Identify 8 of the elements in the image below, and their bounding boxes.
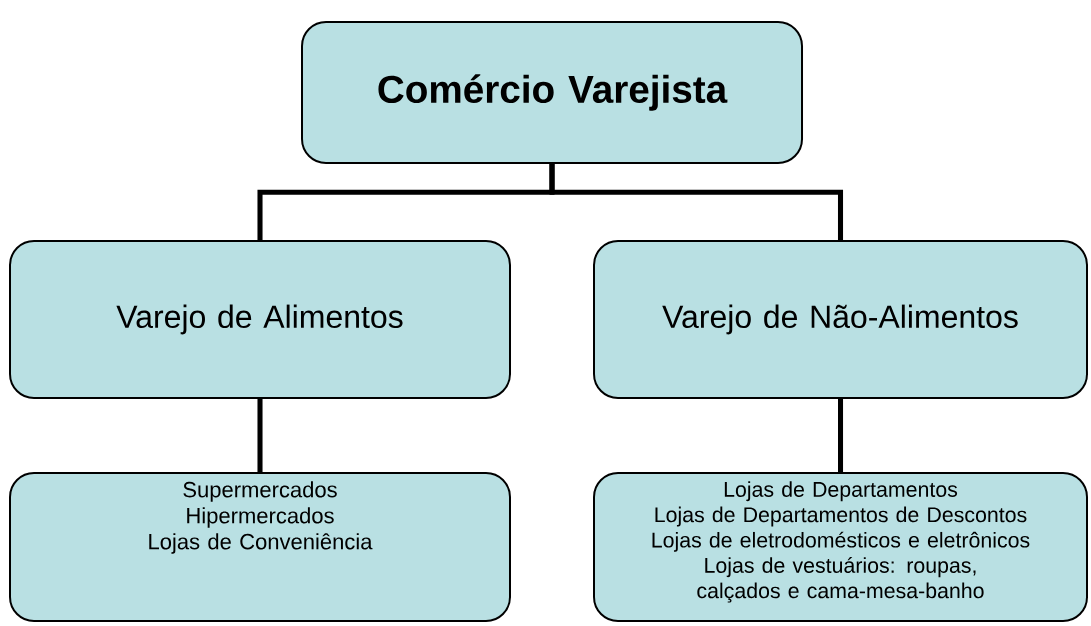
connector-line xyxy=(837,398,844,473)
connector-line xyxy=(549,163,844,241)
list-box: Lojas de Departamentos Lojas de Departamentos de Descontos Lojas de eletrodomésticos e eletrônicos Lojas de vestuários: roupas, calçados e cama-mesa-banho xyxy=(593,472,1088,622)
title-box: Comércio Varejista xyxy=(301,21,803,164)
category-box: Varejo de Não-Alimentos xyxy=(593,240,1088,399)
list-box: Supermercados Hipermercados Lojas de Conveniência xyxy=(9,472,511,622)
connector-line xyxy=(257,398,263,473)
category-box: Varejo de Alimentos xyxy=(9,240,511,399)
